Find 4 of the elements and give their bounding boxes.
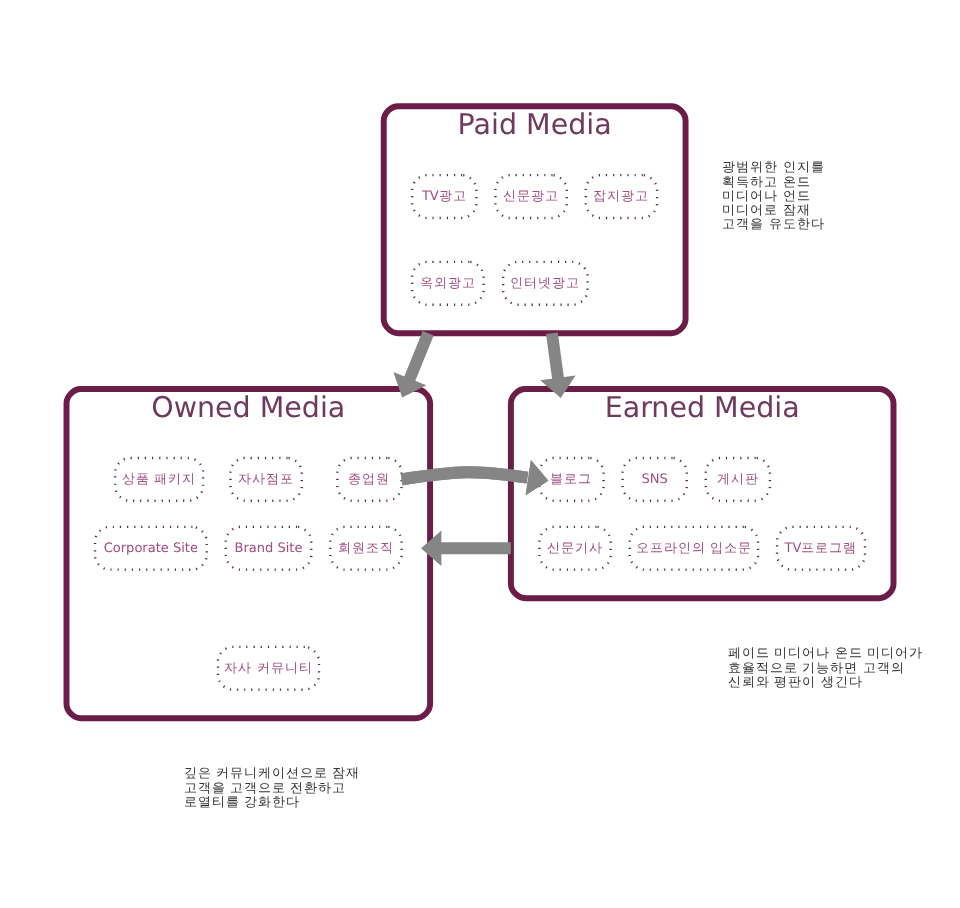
arrow bbox=[421, 529, 511, 566]
arrow bbox=[540, 331, 576, 397]
arrow bbox=[393, 330, 434, 397]
arrow bbox=[400, 459, 549, 495]
